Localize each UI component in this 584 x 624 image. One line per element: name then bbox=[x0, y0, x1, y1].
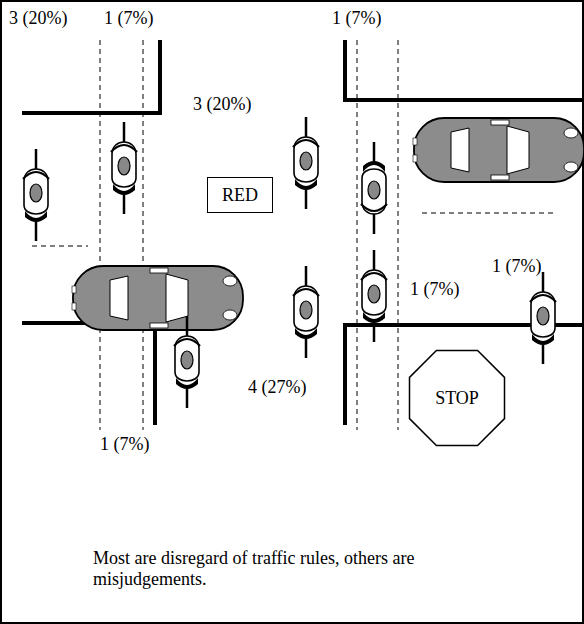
stop-sign: STOP bbox=[408, 349, 506, 447]
callout-number: 1 (7%) bbox=[100, 434, 149, 455]
note-text: Most are disregard of traffic rules, oth… bbox=[93, 548, 423, 589]
callout-number: 1 (7%) bbox=[332, 8, 381, 29]
signal-box: RED bbox=[207, 177, 273, 213]
cars bbox=[72, 118, 584, 330]
callout-number: 1 (7%) bbox=[104, 8, 153, 29]
callout-number: 4 (27%) bbox=[248, 377, 306, 398]
callout-number: 3 (20%) bbox=[9, 8, 67, 29]
callout-number: 3 (20%) bbox=[193, 94, 251, 115]
callout-number: 1 (7%) bbox=[410, 279, 459, 300]
callout-number: 1 (7%) bbox=[492, 256, 541, 277]
road-edges bbox=[22, 40, 584, 425]
sign-text: STOP bbox=[435, 388, 479, 409]
sign-text: RED bbox=[222, 185, 258, 206]
